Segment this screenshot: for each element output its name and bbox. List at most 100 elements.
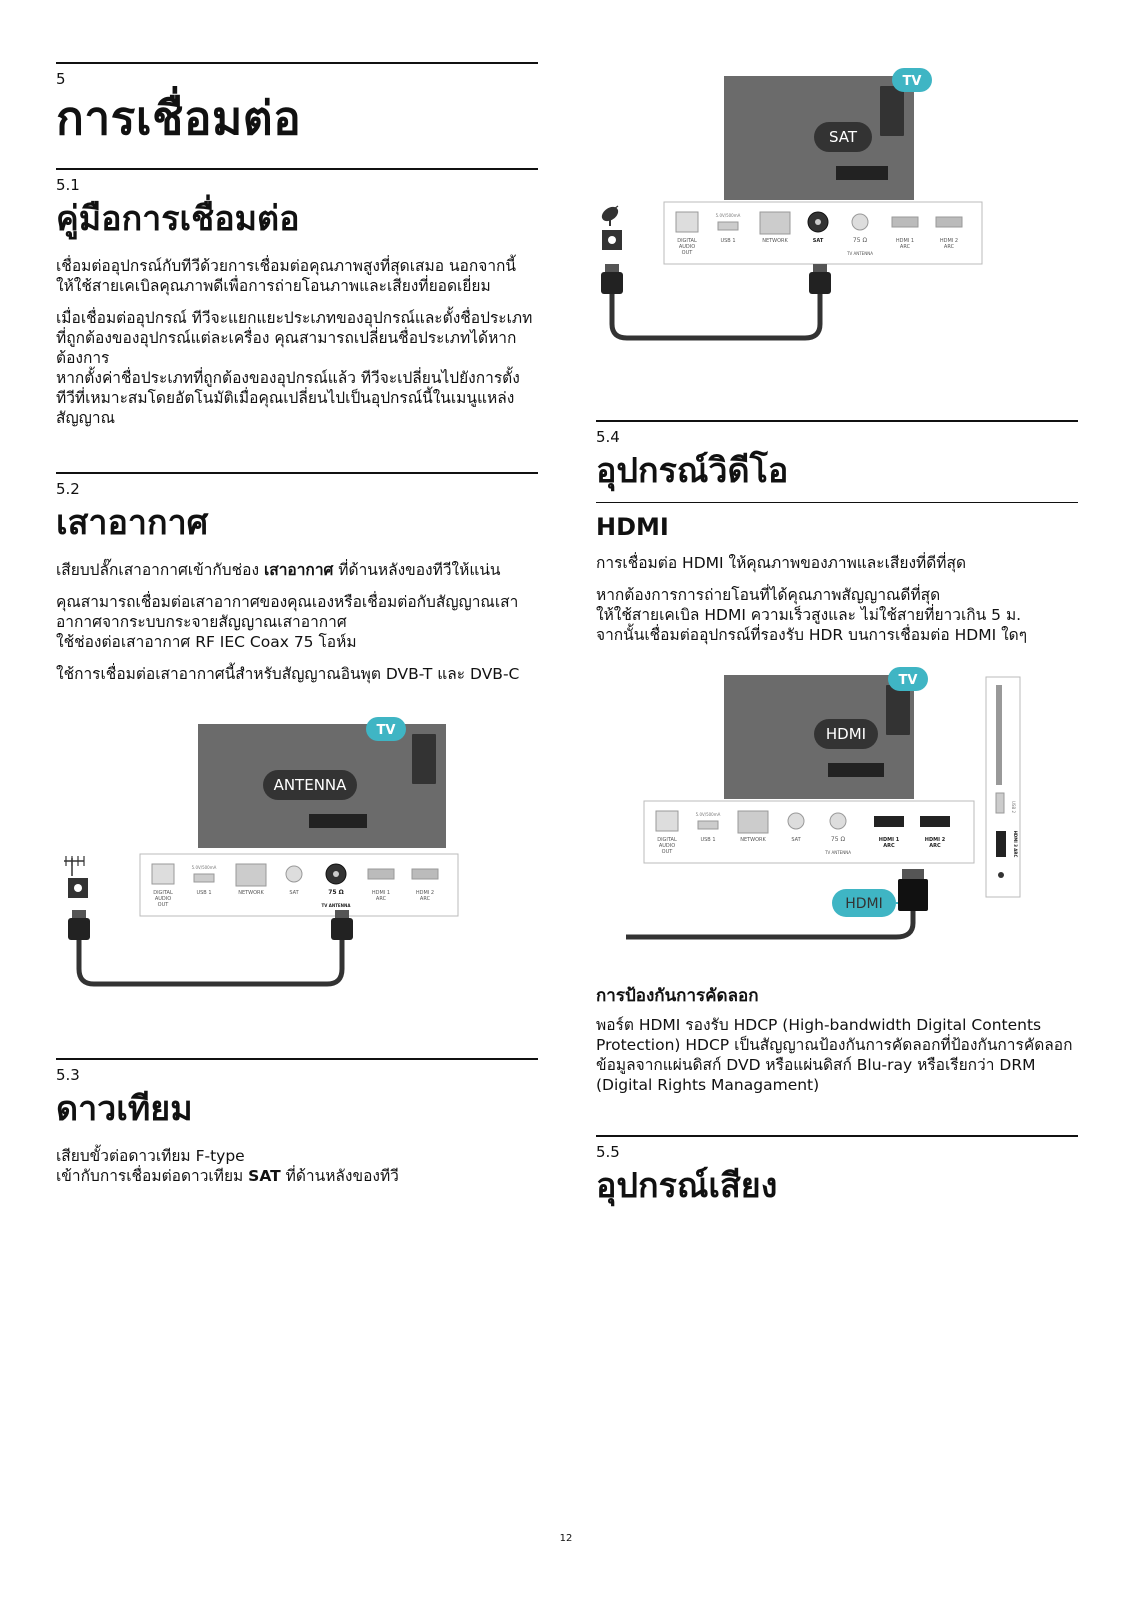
f-connector-right bbox=[809, 264, 831, 294]
port-label: HDMI 1 bbox=[879, 837, 900, 843]
network-port bbox=[235, 863, 267, 887]
port-panel bbox=[139, 853, 459, 917]
port-label: SAT bbox=[289, 890, 299, 896]
paragraph: เสียบขั้วต่อดาวเทียม F-type bbox=[56, 1147, 245, 1165]
wall-socket-hole bbox=[608, 236, 616, 244]
page-number: 12 bbox=[559, 1533, 573, 1544]
usb-port bbox=[193, 873, 215, 883]
hdmi-label: HDMI bbox=[826, 725, 866, 743]
port-label: TV ANTENNA bbox=[846, 251, 873, 256]
chapter-rule bbox=[56, 62, 538, 64]
port-label: SAT bbox=[813, 238, 824, 244]
section-title: คู่มือการเชื่อมต่อ bbox=[56, 199, 300, 239]
usb-port bbox=[697, 820, 719, 830]
paragraph: ใช้ช่องต่อเสาอากาศ RF IEC Coax 75 โอห์ม bbox=[56, 633, 357, 651]
digital-audio-port bbox=[151, 863, 175, 885]
section-title: อุปกรณ์วิดีโอ bbox=[596, 451, 789, 491]
chapter-number: 5 bbox=[56, 70, 66, 88]
satellite-connection-diagram: TV SAT DIGITAL AUDIO OUT 5.0V/500mA USB … bbox=[601, 68, 983, 341]
digital-audio-port bbox=[675, 211, 699, 233]
headphone-port bbox=[998, 872, 1004, 878]
section-rule bbox=[56, 1058, 538, 1060]
coax-cable bbox=[76, 940, 345, 987]
port-label: AUDIO bbox=[155, 896, 171, 902]
paragraph: เสียบปลั๊กเสาอากาศเข้ากับช่อง เสาอากาศ ท… bbox=[56, 560, 538, 580]
section-number: 5.5 bbox=[596, 1143, 620, 1161]
port-label: USB 1 bbox=[700, 837, 715, 843]
antenna-icon bbox=[64, 856, 85, 876]
tv-badge-label: TV bbox=[377, 723, 396, 738]
port-label: DIGITAL bbox=[677, 238, 697, 244]
section-number: 5.4 bbox=[596, 428, 620, 446]
hdmi2-port bbox=[920, 816, 950, 827]
tv-badge-label: TV bbox=[903, 74, 922, 89]
tv-badge bbox=[888, 667, 928, 691]
port-label: USB 1 bbox=[720, 238, 735, 244]
coax-plug-left bbox=[68, 910, 90, 940]
paragraph: จากนั้นเชื่อมต่ออุปกรณ์ที่รองรับ HDR บนก… bbox=[596, 626, 1028, 644]
hdmi3-port bbox=[996, 831, 1006, 857]
hdmi-plug bbox=[898, 869, 928, 911]
satellite-dish-icon bbox=[601, 205, 619, 226]
paragraph: ใช้การเชื่อมต่อเสาอากาศนี้สำหรับสัญญาณอิ… bbox=[56, 665, 520, 683]
hdmi1-port bbox=[367, 868, 395, 880]
port-label: TV ANTENNA bbox=[824, 850, 851, 855]
hdmi-connection-diagram: TV HDMI DIGITAL AUDIO OUT 5.0V/500mA USB… bbox=[626, 667, 1021, 940]
hdmi-cable bbox=[626, 911, 916, 940]
section-title: อุปกรณ์เสียง bbox=[596, 1166, 778, 1206]
port-label: OUT bbox=[662, 849, 674, 855]
port-label: HDMI 1 bbox=[896, 238, 914, 244]
port-label: OUT bbox=[682, 250, 694, 256]
hdmi1-port bbox=[891, 216, 919, 228]
left-column: 5 การเชื่อมต่อ 5.1 คู่มือการเชื่อมต่อ เช… bbox=[56, 62, 538, 1186]
hdmi2-port bbox=[935, 216, 963, 228]
paragraph: เชื่อมต่ออุปกรณ์กับทีวีด้วยการเชื่อมต่อค… bbox=[56, 257, 517, 295]
antenna-connection-diagram: TV ANTENNA DIGITAL AUDIO OUT 5.0V/500mA … bbox=[64, 717, 459, 987]
port-label: HDMI 2 bbox=[940, 238, 958, 244]
port-label: 75 Ω bbox=[831, 836, 846, 843]
hdmi-label-pill bbox=[814, 719, 878, 749]
antenna-label: ANTENNA bbox=[274, 776, 348, 794]
cable-slot bbox=[309, 814, 367, 828]
port-label: USB 2 bbox=[1011, 801, 1016, 813]
port-label: AUDIO bbox=[659, 843, 675, 849]
port-label: NETWORK bbox=[740, 837, 766, 843]
side-slot bbox=[996, 685, 1002, 785]
tv-stand-mount bbox=[886, 685, 910, 735]
sat-port-pin bbox=[815, 219, 821, 225]
bold-term: SAT bbox=[248, 1167, 281, 1185]
section-number: 5.1 bbox=[56, 176, 80, 194]
port-label: HDMI 3 ARC bbox=[1013, 831, 1018, 858]
port-label: NETWORK bbox=[762, 238, 788, 244]
network-port bbox=[737, 810, 769, 834]
right-column: TV SAT DIGITAL AUDIO OUT 5.0V/500mA USB … bbox=[596, 66, 1078, 1207]
port-label: 5.0V/500mA bbox=[192, 865, 217, 870]
bold-term: เสาอากาศ bbox=[263, 561, 334, 579]
section-rule bbox=[56, 472, 538, 474]
copy-protection-heading: การป้องกันการคัดลอก bbox=[596, 986, 759, 1006]
hdmi-cable-label: HDMI bbox=[845, 896, 883, 912]
cable-slot bbox=[836, 166, 888, 180]
port-label: HDMI 2 bbox=[925, 837, 946, 843]
hdmi1-port bbox=[874, 816, 904, 827]
usb-port bbox=[717, 221, 739, 231]
port-label: ARC bbox=[944, 244, 955, 250]
paragraph: หากตั้งค่าชื่อประเภทที่ถูกต้องของอุปกรณ์… bbox=[56, 369, 520, 427]
coax-cable bbox=[609, 294, 823, 341]
section-number: 5.3 bbox=[56, 1066, 80, 1084]
section-title: เสาอากาศ bbox=[56, 503, 209, 543]
port-label: DIGITAL bbox=[657, 837, 677, 843]
text: ที่ด้านหลังของทีวีให้แน่น bbox=[333, 561, 501, 579]
port-label: 5.0V/500mA bbox=[696, 812, 721, 817]
port-label: 5.0V/500mA bbox=[716, 213, 741, 218]
port-label: USB 1 bbox=[196, 890, 211, 896]
paragraph: การเชื่อมต่อ HDMI ให้คุณภาพของภาพและเสีย… bbox=[596, 554, 967, 572]
section-rule bbox=[596, 1135, 1078, 1137]
hdmi-cable-label-pill bbox=[832, 889, 896, 917]
usb2-port bbox=[995, 792, 1005, 814]
tv-badge-label: TV bbox=[899, 673, 918, 688]
coax-plug-right bbox=[331, 910, 353, 940]
hdmi2-port bbox=[411, 868, 439, 880]
paragraph: คุณสามารถเชื่อมต่อเสาอากาศของคุณเองหรือเ… bbox=[56, 593, 519, 631]
tv-stand-mount bbox=[880, 86, 904, 136]
